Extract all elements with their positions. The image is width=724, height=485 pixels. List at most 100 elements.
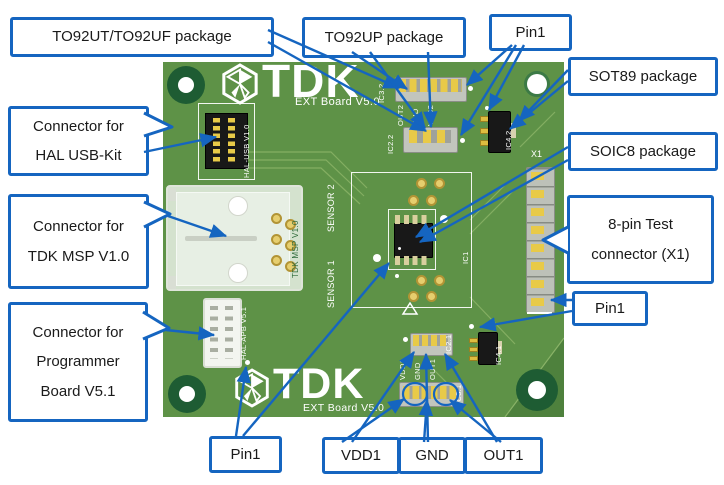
callout-label: HAL USB-Kit (35, 147, 122, 164)
sot89-lead (469, 338, 478, 343)
callout-label: 8-pin Test (608, 216, 673, 234)
silkscreen-dot (395, 274, 399, 278)
sensor1-silkscreen: SENSOR 1 (326, 260, 336, 308)
callout-label: Board V5.1 (40, 382, 116, 400)
callout-label: Pin1 (594, 299, 626, 317)
callout-soic8: SOIC8 package (568, 132, 718, 171)
solder-pad (426, 195, 437, 206)
callout-vdd1: VDD1 (322, 437, 400, 474)
ic3-2-silkscreen: IC3.2 (377, 83, 386, 103)
pin1-marker (468, 86, 473, 91)
callout-label: Connector for (32, 324, 124, 342)
silkscreen-dot (440, 215, 448, 223)
silkscreen-dot (373, 254, 381, 262)
ic4-2-silkscreen: IC4.2 (504, 130, 513, 150)
ic3-1-silkscreen: IC3.1 (454, 384, 463, 404)
callout-programmer-board: Connector for Programmer Board V5.1 (8, 302, 148, 422)
tdk-msp-silkscreen: TDK MSP V1.0 (291, 220, 300, 278)
pin1-marker (527, 312, 552, 314)
pin-array (399, 79, 462, 92)
board-version-bottom: EXT Board V5.0 (303, 402, 385, 414)
hal-usb-silkscreen: HAL-USB V1.0 (242, 124, 251, 178)
ic1-silkscreen: IC1 (461, 251, 470, 264)
solder-pad (416, 275, 427, 286)
callout-pin1-top: Pin1 (489, 14, 572, 51)
pin-array (395, 256, 430, 265)
callout-label: Pin1 (515, 23, 546, 41)
solder-pad (271, 234, 282, 245)
pin-array (228, 118, 235, 163)
solder-pad (434, 178, 445, 189)
hal-apb-silkscreen: HAL-APB V5.1 (239, 306, 248, 360)
pin1-marker (469, 324, 474, 329)
callout-label: TO92UT/TO92UF package (52, 28, 232, 45)
pin-array (403, 386, 459, 399)
tdk-emblem-icon (235, 368, 269, 408)
callout-pin1-bottom: Pin1 (209, 436, 282, 473)
pin1-marker (245, 360, 250, 365)
gnd1-silkscreen: GND (413, 362, 422, 380)
callout-hal-usb-kit: Connector for HAL USB-Kit (8, 106, 149, 176)
callout-label: SOIC8 package (590, 142, 696, 160)
callout-label: SOT89 package (588, 67, 698, 85)
tdk-logo-text: TDK (273, 360, 365, 408)
callout-label: TO92UP package (324, 28, 444, 46)
board-version-top: EXT Board V5.0 (295, 96, 380, 108)
tdk-msp-hole (228, 196, 248, 216)
hal-apb-connector (203, 298, 242, 368)
pin-array (409, 130, 451, 143)
pin-array (210, 306, 218, 359)
vdd2-silkscreen: VDD2 (426, 104, 435, 126)
callout-label: TDK MSP V1.0 (27, 247, 130, 265)
sensor2-silkscreen: SENSOR 2 (326, 184, 336, 232)
callout-label: connector (X1) (591, 245, 690, 263)
callout-label: Programmer (36, 353, 120, 371)
solder-pad (271, 255, 282, 266)
callout-pin1-right: Pin1 (572, 291, 648, 326)
ic4-1-silkscreen: IC4.1 (494, 345, 503, 365)
ic1-soic8-chip (394, 223, 433, 258)
tdk-msp-hole (228, 263, 248, 283)
pin1-marker (460, 138, 465, 143)
tdk-msp-tab (168, 276, 176, 289)
ic2-1-silkscreen: IC2.1 (444, 334, 453, 354)
callout-label: OUT1 (483, 446, 524, 464)
callout-to92ut-to92uf: TO92UT/TO92UF package (10, 17, 274, 57)
gnd2-silkscreen: GND (411, 108, 420, 126)
callout-out1: OUT1 (464, 437, 543, 474)
solder-pad (426, 291, 437, 302)
sot89-lead (469, 347, 478, 352)
ic2-2-silkscreen: IC2.2 (386, 134, 395, 154)
tdk-msp-slot (185, 236, 257, 241)
tdk-emblem-icon (222, 63, 258, 105)
solder-pad (271, 213, 282, 224)
pin-array (413, 335, 448, 346)
callout-label: Pin1 (230, 445, 261, 463)
x1-silkscreen: X1 (531, 149, 543, 159)
pin1-marker (398, 247, 401, 250)
callout-label: Connector for (33, 117, 124, 135)
out1-silkscreen: OUT1 (428, 358, 437, 380)
out2-silkscreen: OUT2 (396, 104, 405, 126)
callout-to92up: TO92UP package (302, 17, 466, 58)
sot89-tab (496, 341, 502, 354)
solder-pad (285, 219, 296, 230)
pin-array (395, 215, 430, 224)
vdd1-silkscreen: VDD1 (398, 358, 407, 380)
solder-pad (408, 291, 419, 302)
solder-pad (408, 195, 419, 206)
pin-array (531, 172, 544, 306)
pin-array (225, 306, 233, 359)
callout-sot89: SOT89 package (568, 57, 718, 96)
callout-gnd: GND (398, 437, 466, 474)
callout-tdk-msp: Connector for TDK MSP V1.0 (8, 194, 149, 289)
solder-pad (416, 178, 427, 189)
pin-array (213, 118, 220, 163)
pin1-marker (485, 106, 489, 110)
solder-pad (285, 240, 296, 251)
callout-test-connector: 8-pin Test connector (X1) (567, 195, 714, 284)
callout-label: VDD1 (340, 446, 381, 464)
sot89-lead (469, 356, 478, 361)
solder-pad (434, 275, 445, 286)
